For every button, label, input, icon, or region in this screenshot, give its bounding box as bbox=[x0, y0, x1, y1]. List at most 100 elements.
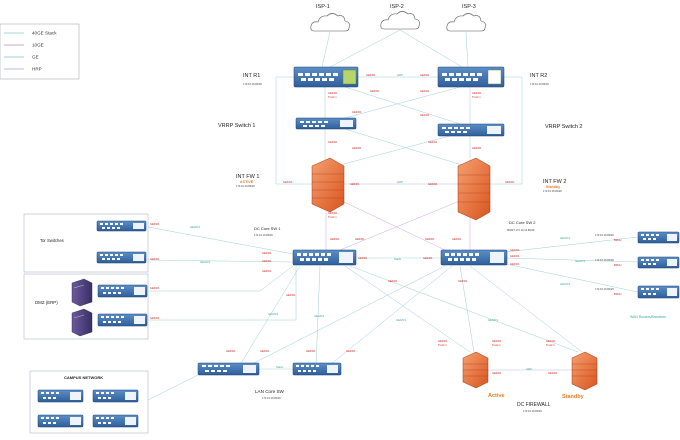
router-ports-icon bbox=[298, 73, 338, 81]
dc-core-sw-2[interactable]: DC Core SW 2 MGMT 172.16.16.80/29 bbox=[440, 220, 536, 266]
svg-text:Stack: Stack bbox=[276, 365, 284, 369]
switch-uplink-icon bbox=[134, 287, 145, 295]
svg-text:GE0/0/1: GE0/0/1 bbox=[352, 146, 362, 150]
dmz-server-2[interactable] bbox=[71, 308, 93, 337]
svg-text:GE0/0/1: GE0/0/1 bbox=[510, 254, 520, 258]
svg-text:BRCH: BRCH bbox=[614, 292, 621, 296]
svg-text:Active: Active bbox=[488, 393, 505, 399]
wan-router-3[interactable]: 172.16.16.80/29 BRCH bbox=[595, 285, 680, 299]
dmz-server-1[interactable] bbox=[71, 278, 93, 307]
svg-text:GE0/0/1: GE0/0/1 bbox=[560, 236, 571, 240]
brick-pattern-icon bbox=[572, 363, 597, 377]
switch-uplink-icon bbox=[340, 120, 353, 127]
router-module-icon bbox=[667, 259, 677, 266]
isp-1-cloud[interactable]: ISP-1 bbox=[310, 4, 350, 32]
svg-text:GE0/0/1: GE0/0/1 bbox=[428, 182, 438, 186]
dmz-label: DMZ (ERP) bbox=[35, 300, 58, 305]
svg-text:GE0/0/1: GE0/0/1 bbox=[510, 248, 520, 252]
tor-switch-1[interactable] bbox=[96, 220, 147, 232]
svg-text:GE0/0/1: GE0/0/1 bbox=[350, 182, 360, 186]
svg-text:HRP: HRP bbox=[397, 180, 403, 184]
svg-text:Standby: Standby bbox=[562, 394, 585, 400]
switch-uplink-icon bbox=[133, 223, 144, 229]
svg-text:GE0/0/1: GE0/0/1 bbox=[328, 211, 338, 215]
switch-uplink-icon bbox=[125, 392, 136, 400]
svg-text:GE0/0/1: GE0/0/1 bbox=[306, 349, 316, 353]
svg-text:HRP: HRP bbox=[526, 367, 532, 371]
svg-text:GE0/0/1: GE0/0/1 bbox=[548, 371, 558, 375]
svg-text:GE0/0/1: GE0/0/1 bbox=[283, 180, 293, 184]
svg-text:GE0/0/1: GE0/0/1 bbox=[314, 314, 325, 318]
svg-text:INT FW 1: INT FW 1 bbox=[236, 174, 259, 180]
svg-text:GE0/0/1: GE0/0/1 bbox=[428, 140, 438, 144]
lan-core-sw-2[interactable] bbox=[292, 362, 342, 376]
svg-text:GE0/0/1: GE0/0/1 bbox=[260, 349, 270, 353]
isp-2-cloud[interactable]: ISP-2 bbox=[380, 4, 420, 30]
switch-uplink-icon bbox=[490, 252, 504, 263]
switch-uplink-icon bbox=[327, 365, 338, 373]
svg-text:GE0/0/1: GE0/0/1 bbox=[472, 146, 482, 150]
svg-text:GE0/0/1: GE0/0/1 bbox=[452, 237, 462, 241]
campus-switch-3[interactable] bbox=[37, 414, 84, 428]
server-slot-icon bbox=[73, 314, 85, 319]
svg-text:Trunk 1: Trunk 1 bbox=[328, 95, 337, 99]
server-slot-icon bbox=[73, 284, 85, 289]
svg-text:Stack: Stack bbox=[394, 257, 402, 261]
svg-text:172.16.16.80/29: 172.16.16.80/29 bbox=[595, 233, 614, 237]
svg-text:GE0/0/1: GE0/0/1 bbox=[488, 318, 499, 322]
legend-label: 10GE bbox=[32, 43, 44, 48]
campus-switch-1[interactable] bbox=[37, 389, 84, 403]
tor-switches-label: Tor Switches bbox=[40, 238, 64, 243]
svg-text:GE0/0/1: GE0/0/1 bbox=[458, 279, 468, 283]
svg-text:172.16.16.80/29: 172.16.16.80/29 bbox=[595, 287, 614, 291]
svg-text:GE0/0/1: GE0/0/1 bbox=[366, 73, 376, 77]
dc-firewall-active[interactable]: Active bbox=[462, 351, 505, 399]
router-ports-icon bbox=[442, 73, 482, 81]
svg-text:Trunk 1: Trunk 1 bbox=[546, 343, 555, 347]
switch-uplink-icon bbox=[243, 365, 256, 373]
svg-text:GE0/0/1: GE0/0/1 bbox=[438, 339, 448, 343]
svg-text:ISP-1: ISP-1 bbox=[316, 4, 330, 10]
svg-text:BRCH: BRCH bbox=[614, 263, 621, 267]
campus-switch-2[interactable] bbox=[92, 389, 139, 403]
vrrp-switch-1[interactable]: VRRP Switch 1 bbox=[218, 117, 357, 130]
svg-text:GE0/0/1: GE0/0/1 bbox=[150, 257, 160, 261]
dc-core-sw-1[interactable]: DC Core SW 1 172.16.16.80/29 bbox=[254, 226, 357, 266]
dmz-switch-1[interactable] bbox=[97, 284, 148, 298]
wan-router-1[interactable]: 172.16.16.80/29 BRCH bbox=[595, 231, 680, 244]
svg-text:GE0/0/1: GE0/0/1 bbox=[286, 293, 296, 297]
isp-3-cloud[interactable]: ISP-3 bbox=[446, 4, 486, 32]
int-r2-router[interactable]: INT R2 172.16.16.80/29 bbox=[437, 66, 549, 88]
svg-text:GE0/0/1: GE0/0/1 bbox=[262, 251, 272, 255]
svg-text:INT FW 2: INT FW 2 bbox=[543, 179, 566, 185]
svg-text:Trunk 1: Trunk 1 bbox=[472, 95, 481, 99]
svg-text:GE0/0/1: GE0/0/1 bbox=[330, 237, 340, 241]
svg-text:GE0/0/1: GE0/0/1 bbox=[358, 256, 368, 260]
svg-text:GE0/0/1: GE0/0/1 bbox=[423, 256, 433, 260]
svg-text:INT R2: INT R2 bbox=[530, 73, 547, 79]
svg-text:GE0/0/1: GE0/0/1 bbox=[268, 312, 279, 316]
wan-router-2[interactable]: 172.16.16.80/29 BRCH bbox=[595, 256, 680, 269]
svg-text:HRP: HRP bbox=[397, 73, 403, 77]
svg-text:ACTIVE: ACTIVE bbox=[240, 180, 254, 184]
tor-switch-2[interactable] bbox=[96, 251, 147, 264]
svg-text:GE0/0/1: GE0/0/1 bbox=[328, 140, 338, 144]
svg-text:GE0/0/1: GE0/0/1 bbox=[420, 73, 430, 77]
int-fw-2-firewall[interactable]: INT FW 2 Standby 172.16.16.80/29 bbox=[457, 157, 566, 221]
vrrp-switch-2[interactable]: VRRP Switch 2 bbox=[437, 123, 583, 137]
dmz-switch-2[interactable] bbox=[97, 313, 148, 327]
router-module-icon bbox=[487, 69, 502, 85]
switch-uplink-icon bbox=[70, 417, 81, 425]
svg-text:172.16.16.80/29: 172.16.16.80/29 bbox=[530, 82, 549, 86]
int-fw-1-firewall[interactable]: INT FW 1 ACTIVE 172.16.16.80/29 bbox=[236, 157, 345, 213]
svg-text:GE0/0/1: GE0/0/1 bbox=[472, 91, 482, 95]
router-module-icon bbox=[667, 234, 677, 241]
int-r1-router[interactable]: INT R1 172.16.16.80/29 bbox=[243, 66, 359, 88]
lan-core-sw-1[interactable] bbox=[197, 362, 260, 376]
svg-text:Trunk 1: Trunk 1 bbox=[328, 215, 337, 219]
legend-label: GE bbox=[32, 55, 39, 60]
campus-switch-4[interactable] bbox=[92, 414, 139, 428]
link-labels: GE0/0/1 HRP GE0/0/1 GE0/0/1 Trunk 1 GE0/… bbox=[150, 73, 586, 375]
dc-firewall-standby[interactable]: Standby bbox=[562, 351, 598, 400]
